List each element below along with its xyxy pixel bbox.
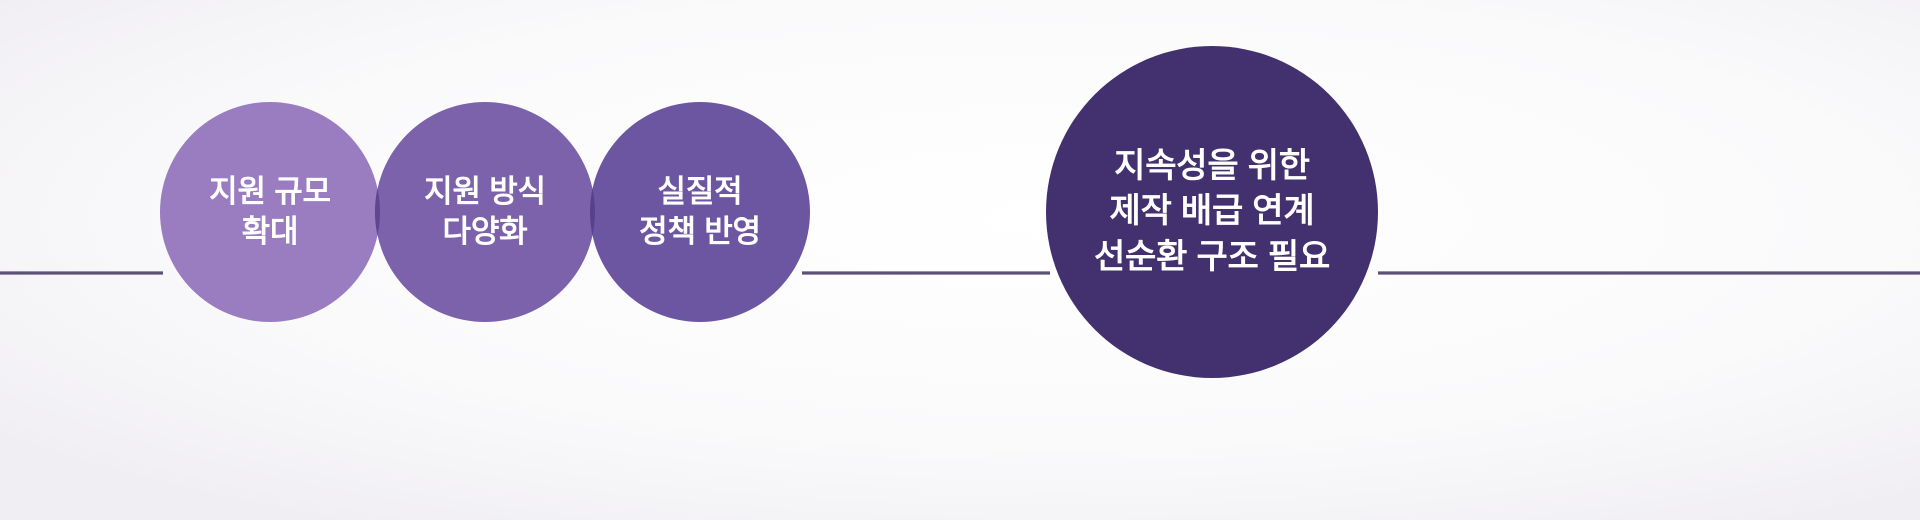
outcome-circle	[1046, 46, 1378, 378]
venn-circle-policy-reflection	[590, 102, 810, 322]
venn-item-policy-reflection[interactable]	[590, 102, 810, 322]
venn-item-support-scale[interactable]	[160, 102, 380, 322]
venn-circle-support-scale	[160, 102, 380, 322]
outcome-item-virtuous-cycle[interactable]	[1046, 46, 1378, 378]
venn-item-support-method[interactable]	[375, 102, 595, 322]
venn-circle-support-method	[375, 102, 595, 322]
